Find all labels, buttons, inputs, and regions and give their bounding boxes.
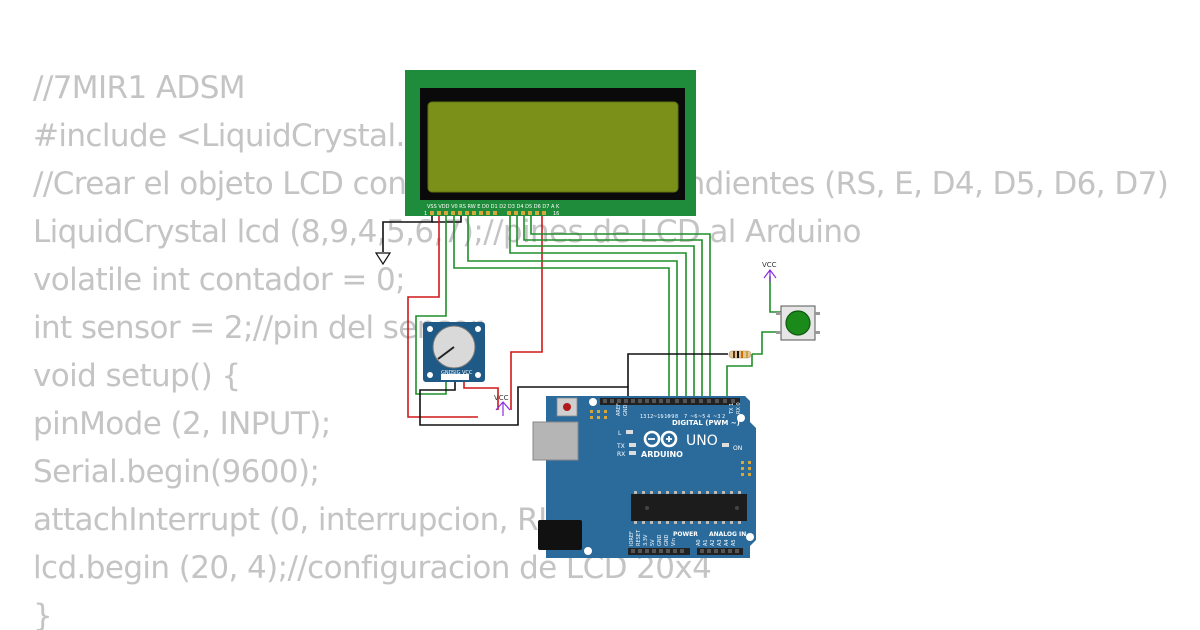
analog-pin-a2: A2 <box>710 539 716 546</box>
digital-pin-2: 2 <box>722 414 725 420</box>
resistor[interactable] <box>728 350 752 359</box>
atmega-chip <box>631 494 747 521</box>
code-line: void setup() { <box>33 358 241 394</box>
button-cap[interactable] <box>785 310 811 336</box>
analog-pin-a0: A0 <box>696 539 702 546</box>
potentiometer[interactable]: GND SIG VCC <box>423 322 485 382</box>
pot-hole <box>427 326 433 332</box>
vcc-pot-symbol: VCC <box>494 394 511 416</box>
power-pin-gnd: GND <box>664 534 670 546</box>
power-pin-3v3: 3.3V <box>643 534 649 546</box>
led-l-label: L <box>618 430 622 437</box>
digital-pin-11: ~11 <box>653 414 664 420</box>
vcc-button-symbol: VCC <box>762 261 777 282</box>
power-pin-reset: RESET <box>636 529 642 546</box>
analog-pin-a5: A5 <box>731 539 737 546</box>
push-button[interactable] <box>776 305 820 341</box>
ground-icon <box>374 252 392 266</box>
code-line: //7MIR1 ADSM <box>33 70 246 106</box>
lcd-pin-last-number: 16 <box>553 211 559 217</box>
digital-pin-13: 13 <box>640 414 646 420</box>
digital-pin-6: ~6 <box>690 414 697 420</box>
led-on-label: ON <box>733 445 742 452</box>
lcd-pin-first-number: 1 <box>424 211 427 217</box>
code-line: int sensor = 2;//pin del sensor <box>33 310 482 346</box>
digital-pin-tx: TX 1 <box>729 403 735 415</box>
pot-pin-sig: SIG <box>452 370 461 376</box>
reset-button-cap[interactable] <box>563 403 571 411</box>
usb-connector <box>532 421 579 461</box>
digital-header-label: DIGITAL (PWM ~) <box>672 419 740 427</box>
vcc-button-label: VCC <box>762 261 777 269</box>
led-rx-label: RX <box>617 451 625 458</box>
code-line: } <box>33 598 53 630</box>
digital-pin-7: 7 <box>684 414 687 420</box>
vcc-arrow-icon <box>495 401 511 416</box>
pot-hole <box>427 372 433 378</box>
pot-hole <box>475 326 481 332</box>
arduino-logo-text: ARDUINO <box>641 450 683 459</box>
power-pin-ioref: IOREF <box>629 531 635 546</box>
digital-pin-4: 4 <box>707 414 710 420</box>
analog-pin-a4: A4 <box>724 539 730 546</box>
power-pin-gnd: GND <box>657 534 663 546</box>
code-line: lcd.begin (20, 4);//configuracion de LCD… <box>33 550 712 586</box>
code-line: #include <LiquidCrystal.h> <box>33 118 450 154</box>
lcd-screen-edge <box>427 101 679 193</box>
digital-pin-9: ~9 <box>667 414 674 420</box>
analog-header-label: ANALOG IN <box>709 531 746 538</box>
power-pin-5v: 5V <box>650 539 656 546</box>
lcd-pin-labels: VSS VDD V0 RS RW E D0 D1 D2 D3 D4 D5 D6 … <box>427 204 560 210</box>
analog-header[interactable] <box>697 548 743 555</box>
pot-hole <box>475 372 481 378</box>
arduino-model: UNO <box>686 433 718 449</box>
digital-pin-8: 8 <box>675 414 678 420</box>
analog-pin-a1: A1 <box>703 539 709 546</box>
digital-pin-5: ~5 <box>698 414 705 420</box>
aref-label: AREF <box>616 403 622 416</box>
digital-pin-3: ~3 <box>713 414 720 420</box>
code-line: LiquidCrystal lcd (8,9,4,5,6,7);//pines … <box>33 214 861 250</box>
pot-pin-vcc: VCC <box>462 370 473 376</box>
gnd-label: GND <box>623 404 629 416</box>
digital-pin-rx: RX 0 <box>736 402 742 414</box>
pot-pin-strip <box>441 374 469 380</box>
code-line: Serial.begin(9600); <box>33 454 320 490</box>
led-tx-label: TX <box>616 443 625 450</box>
digital-pin-12: 12 <box>647 414 653 420</box>
pot-knob-indicator <box>437 346 455 360</box>
pot-pin-gnd: GND <box>441 370 453 376</box>
vcc-arrow-icon <box>763 269 777 282</box>
led-tx <box>629 443 636 447</box>
digital-pin-10: ~10 <box>660 414 671 420</box>
analog-pin-a3: A3 <box>717 539 723 546</box>
code-line: volatile int contador = 0; <box>33 262 406 298</box>
lcd-screen <box>428 102 678 192</box>
power-jack <box>538 520 582 550</box>
arduino-uno[interactable]: AREF GND 13 12 ~11 ~10 ~9 8 7 ~6 ~5 4 ~3… <box>532 396 756 558</box>
code-line: pinMode (2, INPUT); <box>33 406 331 442</box>
wires <box>382 216 784 426</box>
arduino-logo-icon <box>643 430 678 448</box>
vcc-pot-label: VCC <box>494 394 509 402</box>
lcd-display[interactable]: VSS VDD V0 RS RW E D0 D1 D2 D3 D4 D5 D6 … <box>405 70 696 217</box>
led-l <box>626 430 633 434</box>
led-rx <box>629 451 636 455</box>
power-pin-vin: Vin <box>671 538 677 546</box>
led-on <box>722 443 729 447</box>
lcd-header-pins[interactable] <box>430 211 546 215</box>
power-header-label: POWER <box>673 531 698 538</box>
